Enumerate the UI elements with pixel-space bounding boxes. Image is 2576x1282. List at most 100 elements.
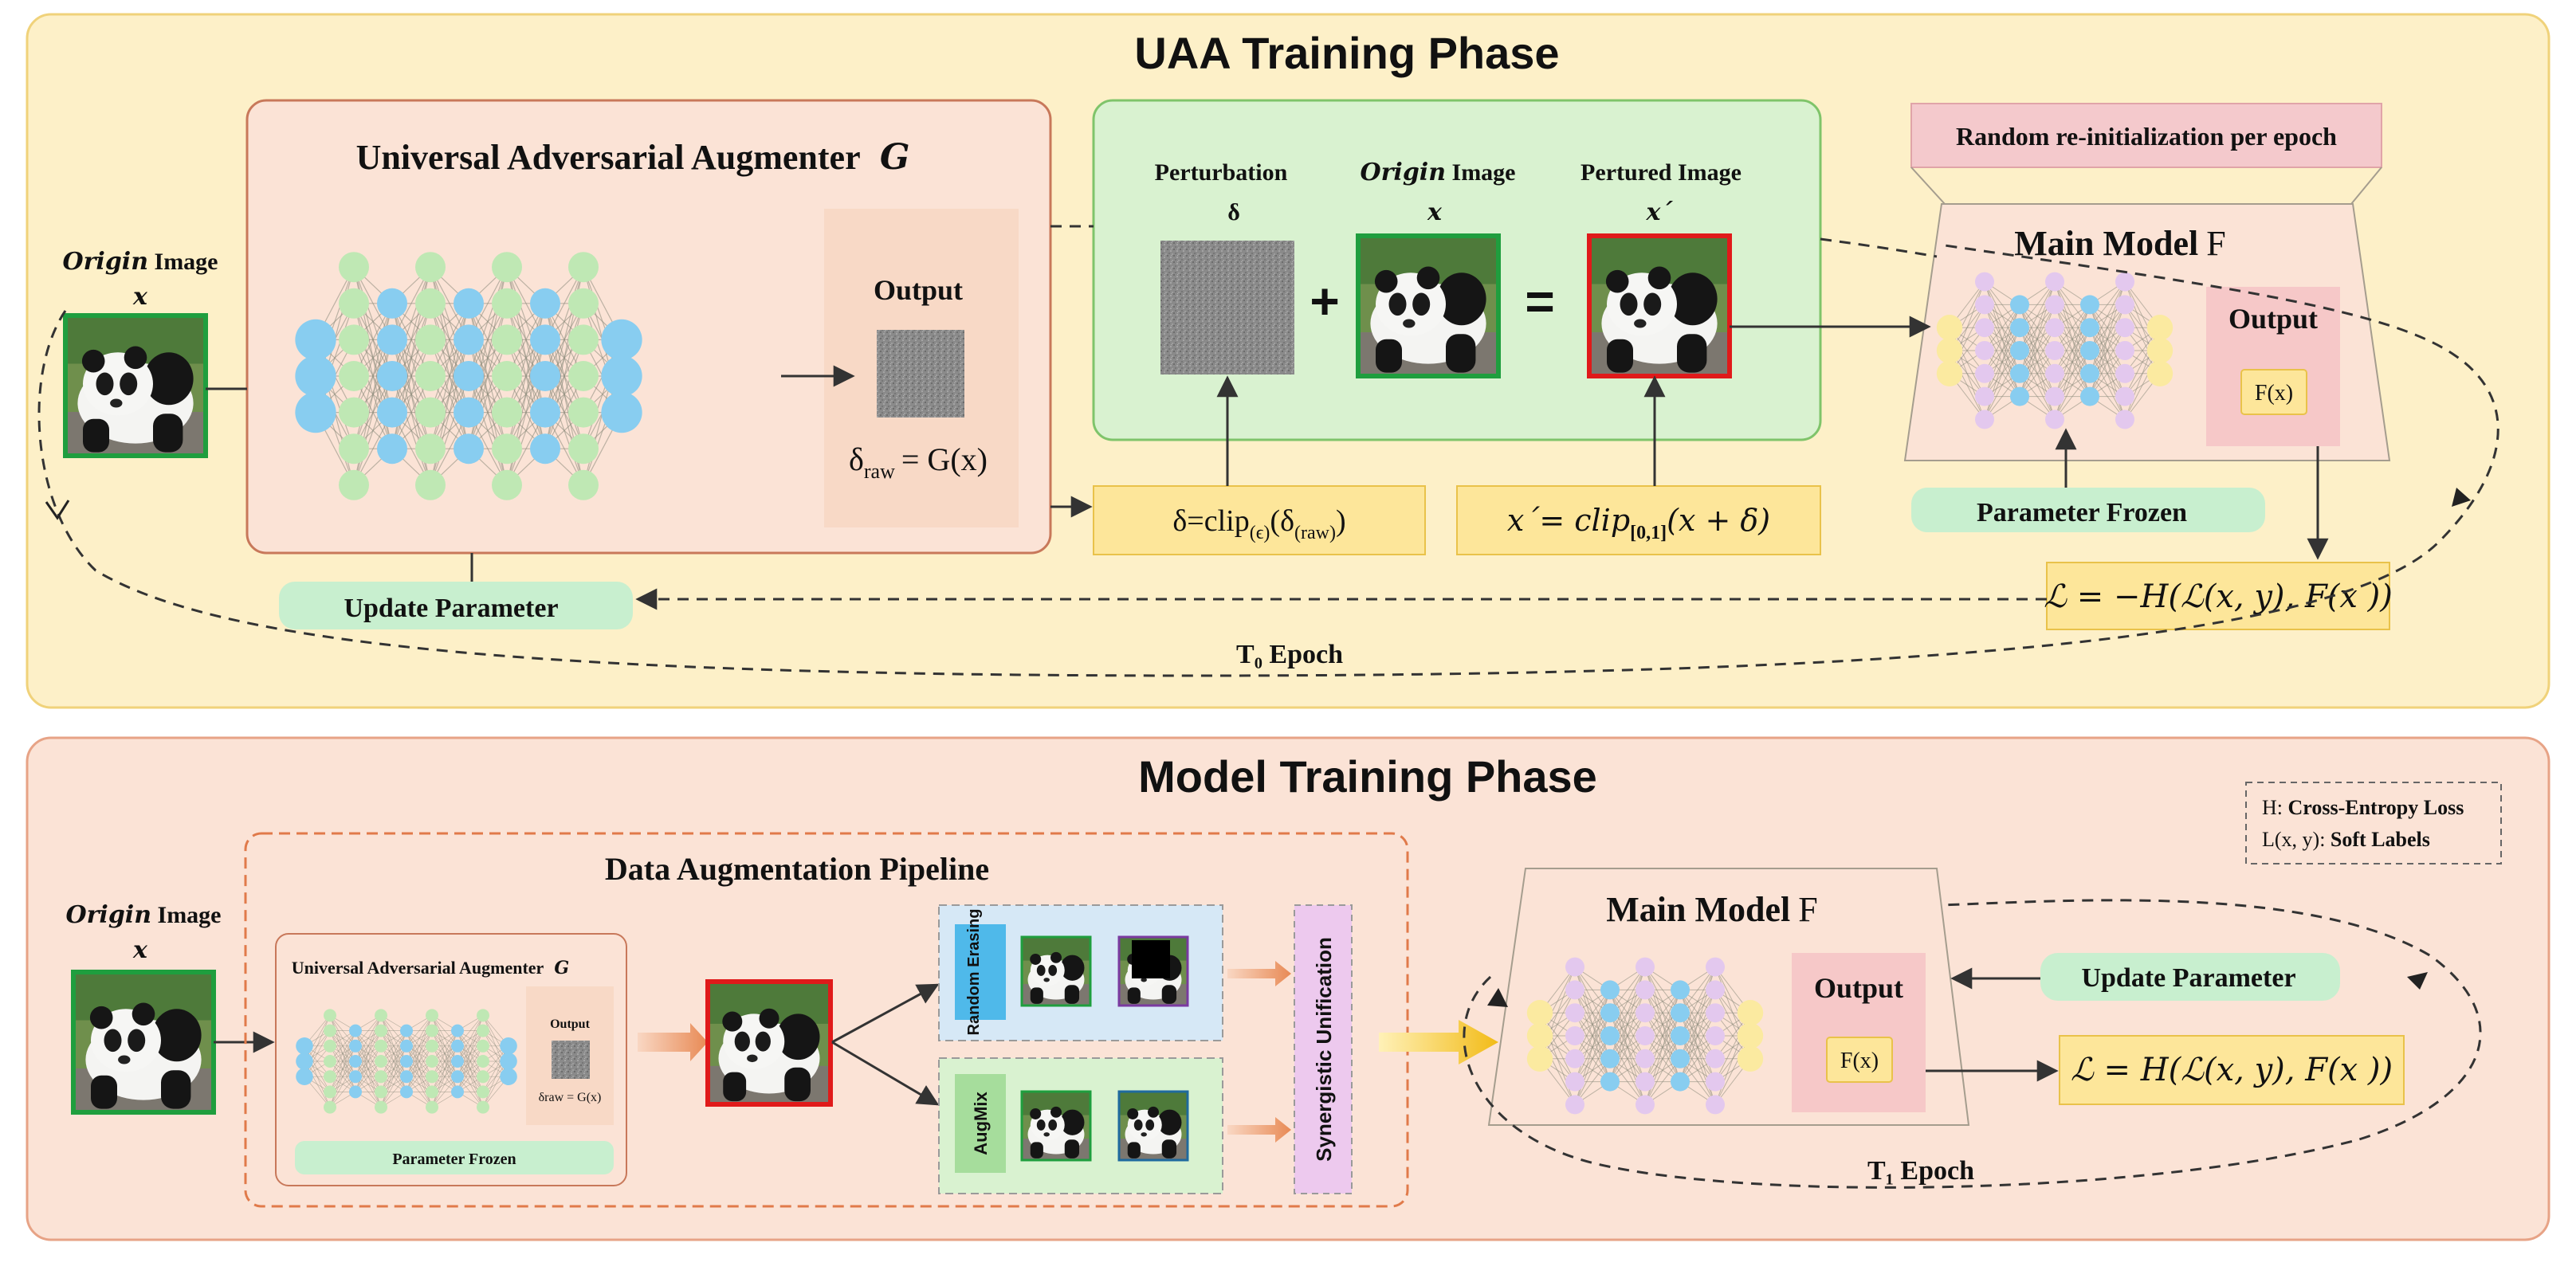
- network-node: [1600, 1072, 1620, 1092]
- origin-image-var-1: x: [132, 283, 148, 311]
- network-node: [2045, 386, 2064, 406]
- param-frozen-pill: [1911, 488, 2265, 532]
- text-span: (ϵ): [1250, 523, 1270, 543]
- network-node: [1526, 1045, 1553, 1072]
- diagram-line: [1644, 990, 1681, 1037]
- diagram-path: [1820, 237, 1938, 258]
- diagram-line: [355, 1060, 382, 1092]
- network-node: [1671, 980, 1690, 1000]
- network-node: [1600, 980, 1620, 1000]
- text-span: Origin: [62, 248, 148, 276]
- random-erasing-label: Random Erasing: [965, 909, 983, 1036]
- network-node: [375, 1100, 387, 1114]
- network-node: [1565, 1095, 1584, 1115]
- network-node: [377, 324, 407, 355]
- diagram-line: [355, 1030, 382, 1092]
- network-node: [377, 397, 407, 428]
- network-node: [1671, 1072, 1690, 1092]
- diagram-line: [1984, 327, 2020, 420]
- network-node: [492, 252, 522, 283]
- text-span: Main Model: [1606, 890, 1790, 929]
- text-span: G: [554, 958, 569, 978]
- network-node: [426, 1009, 438, 1022]
- model-1-fx-box: [2240, 369, 2307, 415]
- text-span: Universal Adversarial Augmenter: [356, 138, 861, 177]
- mid-origin-label: Origin Image: [1360, 159, 1515, 186]
- network-node: [2115, 272, 2134, 292]
- network-node: [377, 433, 407, 465]
- network-node: [500, 1053, 517, 1070]
- network-node: [1737, 1000, 1764, 1026]
- diagram-line: [457, 1045, 484, 1092]
- pertured-var: x´: [1646, 198, 1674, 226]
- diagram-line: [1984, 350, 2020, 420]
- diagram-line: [380, 1030, 407, 1092]
- network-node: [375, 1009, 387, 1022]
- diagram-use: [708, 982, 831, 1104]
- network-node: [375, 1039, 387, 1053]
- pipeline-title: Data Augmentation Pipeline: [605, 851, 989, 887]
- random-reinit-banner: [1910, 103, 2382, 168]
- main-model-1-network: [1936, 272, 2174, 429]
- network-node: [492, 469, 522, 500]
- diagram-line: [1644, 990, 1681, 1082]
- diagram-line: [1984, 373, 2020, 420]
- random-erasing-tag: [955, 924, 1006, 1020]
- network-node: [1975, 318, 1994, 338]
- augmix-label: AugMix: [971, 1092, 991, 1155]
- diagram-polygon: [2407, 972, 2428, 990]
- network-node: [454, 361, 484, 391]
- uaa-output-noise: [877, 330, 964, 418]
- network-node: [324, 1085, 336, 1099]
- diagram-line: [1679, 966, 1716, 1059]
- network-node: [295, 319, 336, 361]
- diagram-line: [329, 1030, 356, 1077]
- pertured-label: Pertured Image: [1581, 159, 1742, 186]
- diagram-line: [431, 1030, 458, 1092]
- diagram-rect: [1356, 233, 1501, 378]
- diagram-line: [1679, 990, 1716, 1082]
- pertured-image-2: [705, 979, 833, 1107]
- network-node: [568, 288, 599, 319]
- diagram-rect: [1117, 935, 1189, 1007]
- text-span: (δ: [1270, 504, 1294, 538]
- diagram-line: [380, 1076, 407, 1108]
- diagram-line: [406, 1015, 433, 1062]
- network-node: [339, 252, 369, 283]
- text-span: [0,1]: [1630, 523, 1667, 543]
- diagram-line: [2089, 327, 2126, 397]
- diagram-polygon: [1227, 1117, 1291, 1143]
- origin-image-label-1: Origin Image: [62, 248, 218, 276]
- network-node: [454, 433, 484, 465]
- network-node: [349, 1055, 362, 1068]
- mini-output-noise: [552, 1041, 590, 1079]
- diagram-line: [1609, 966, 1646, 1013]
- diagram-line: [355, 1015, 382, 1077]
- diagram-line: [468, 339, 508, 449]
- perturbation-symbol: δ: [1227, 199, 1240, 225]
- network-node: [1526, 1022, 1553, 1049]
- network-node: [568, 433, 599, 465]
- diagram-line: [391, 267, 431, 377]
- diagram-line: [1574, 1058, 1611, 1105]
- diagram-line: [1609, 966, 1646, 1037]
- model-2-fx-box: [1826, 1037, 1893, 1083]
- network-node: [324, 1009, 336, 1022]
- t1-epoch-loop: [1463, 899, 2482, 1189]
- network-node: [477, 1009, 489, 1022]
- network-node: [1671, 1026, 1690, 1045]
- main-model-2-network: [1526, 957, 1764, 1115]
- text-span: raw: [864, 460, 895, 483]
- network-node: [492, 324, 522, 355]
- network-node: [426, 1085, 438, 1099]
- text-span: Image: [158, 902, 222, 928]
- diagram-line: [506, 303, 546, 413]
- augmix-image-1: [1020, 1090, 1092, 1162]
- diagram-line: [304, 1015, 331, 1062]
- diagram-line: [468, 267, 508, 377]
- pertured-image: [1587, 233, 1732, 378]
- diagram-rect: [1020, 1090, 1092, 1162]
- diagram-line: [1644, 1058, 1681, 1105]
- diagram-line: [431, 1076, 458, 1108]
